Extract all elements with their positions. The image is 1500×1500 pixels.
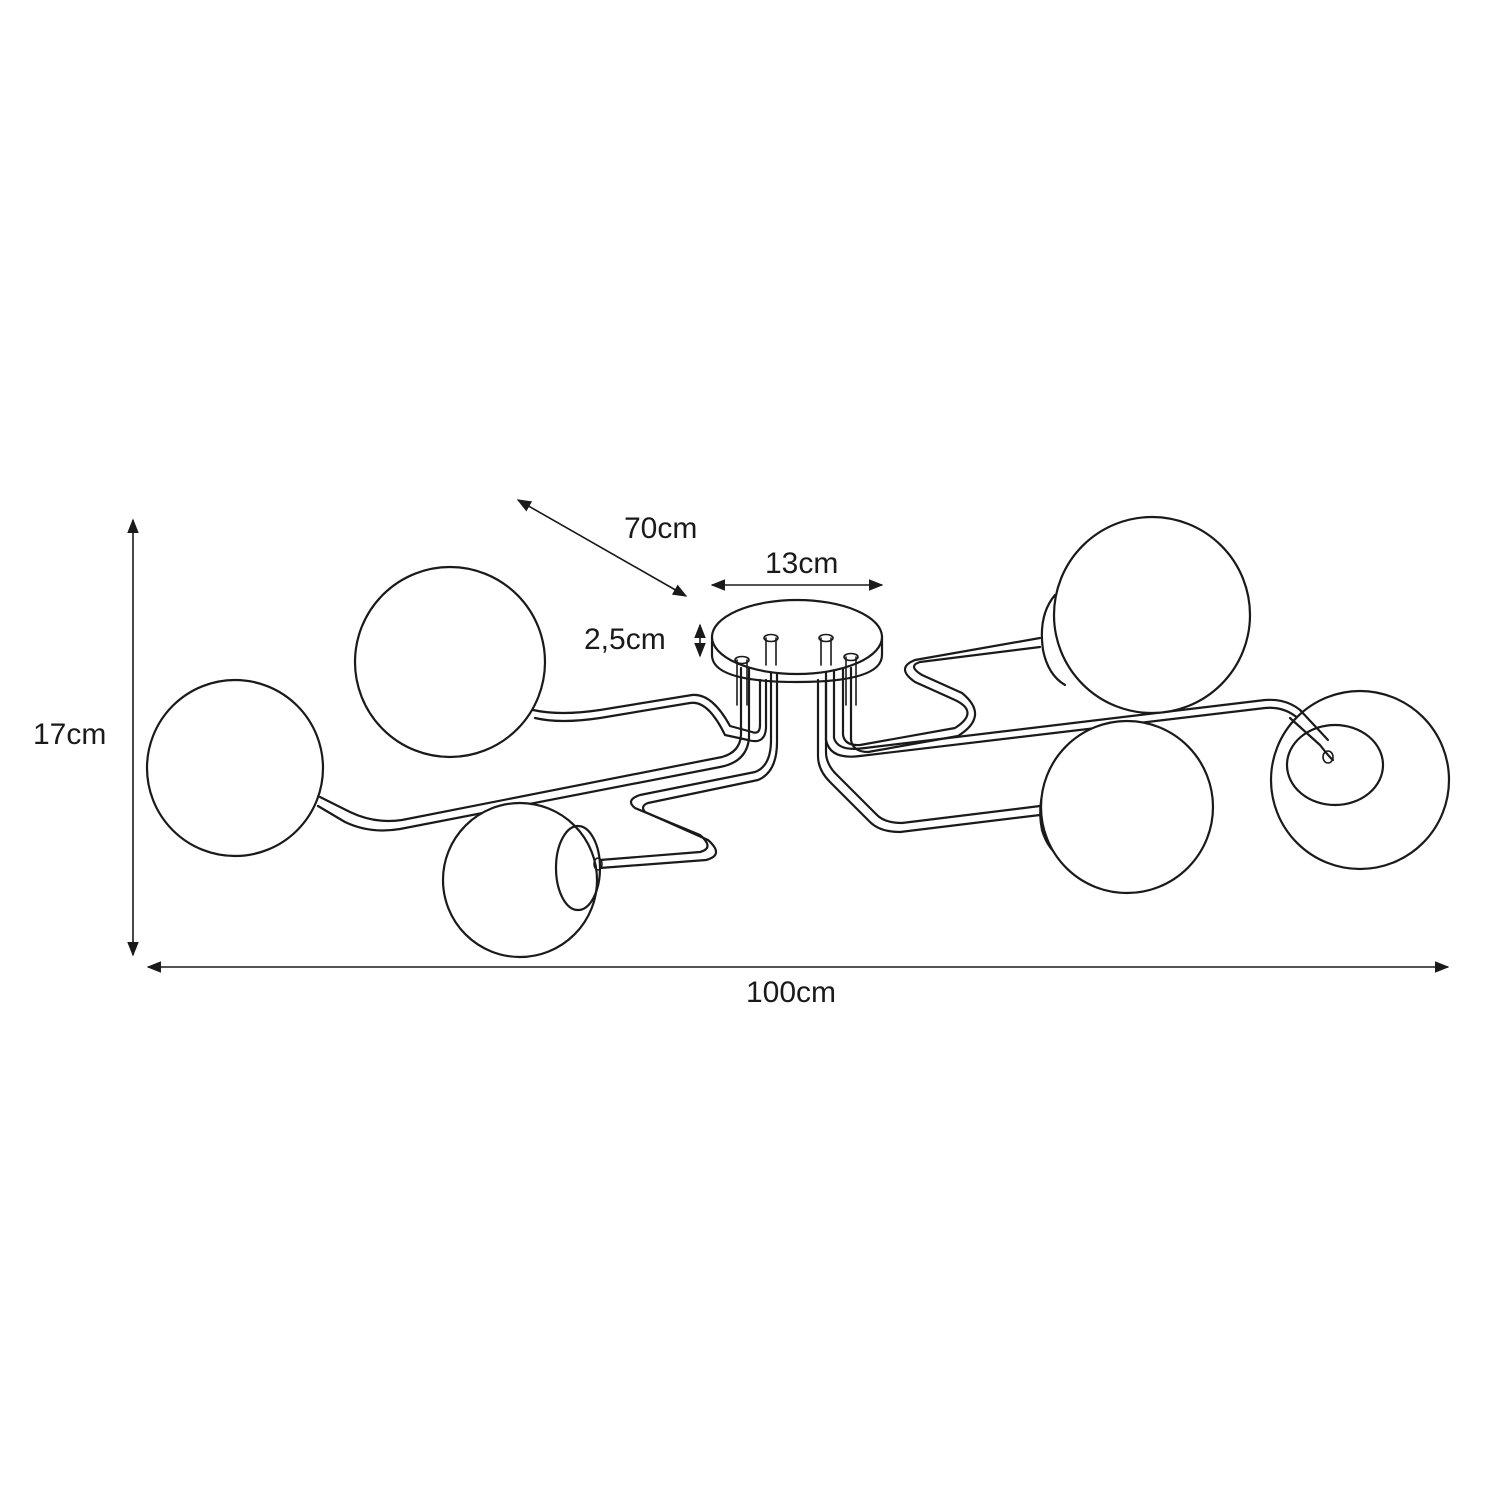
globe-front-right [1039, 719, 1215, 895]
globe-back-right [1040, 515, 1252, 715]
canopy-diameter-label: 13cm [765, 547, 839, 580]
canopy [710, 598, 884, 706]
depth-dimension-line [516, 499, 688, 597]
canopy-height-label: 2,5cm [584, 623, 666, 656]
height-label: 17cm [33, 718, 107, 751]
globe-far-right [1269, 689, 1451, 871]
lamp-arms [316, 636, 1332, 870]
depth-label: 70cm [624, 512, 698, 545]
width-label: 100cm [746, 976, 837, 1009]
globe-back-left [353, 565, 547, 759]
globe-front-left [441, 801, 603, 959]
globe-left [145, 678, 325, 858]
